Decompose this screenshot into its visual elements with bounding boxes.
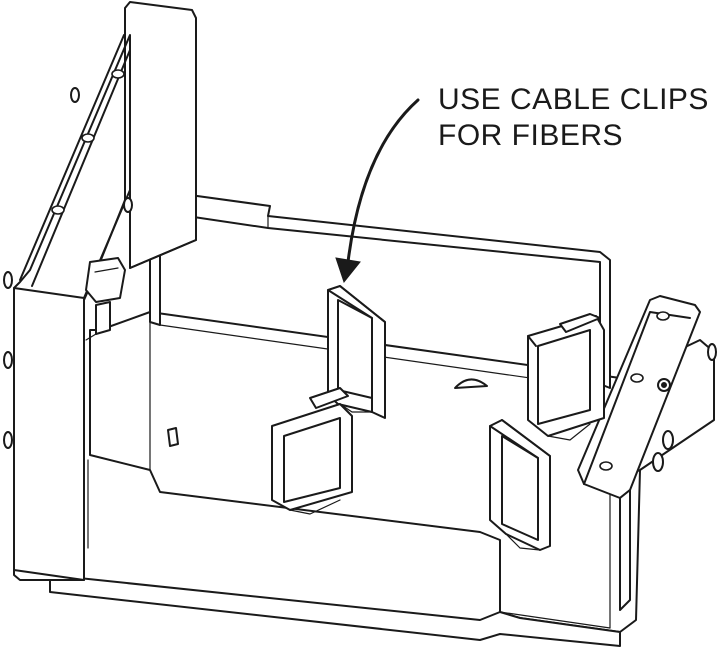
right-ear-hole-3 (599, 461, 613, 471)
callout-label: USE CABLE CLIPS FOR FIBERS (438, 82, 709, 154)
callout-line-1: USE CABLE CLIPS (438, 83, 709, 116)
callout-arrow (335, 98, 420, 284)
cable-clip-1 (327, 285, 386, 419)
ear-hole-1 (111, 69, 125, 79)
front-lip (49, 459, 621, 647)
arrowhead (335, 257, 361, 284)
cable-clip-4 (489, 419, 551, 551)
right-mounting-ear (577, 295, 717, 611)
cable-clip-3 (271, 387, 353, 515)
ear-hole-3 (51, 205, 65, 215)
floor-slot (167, 427, 179, 447)
left-mounting-ear (3, 1, 197, 581)
right-ear-hole-2 (630, 373, 644, 383)
callout-line-2: FOR FIBERS (438, 119, 624, 152)
floor-features (167, 378, 488, 447)
ear-hole-2 (81, 133, 95, 143)
cable-clip-2 (527, 313, 605, 441)
floor-bump (454, 378, 488, 389)
right-ear-hole-1 (656, 311, 670, 321)
